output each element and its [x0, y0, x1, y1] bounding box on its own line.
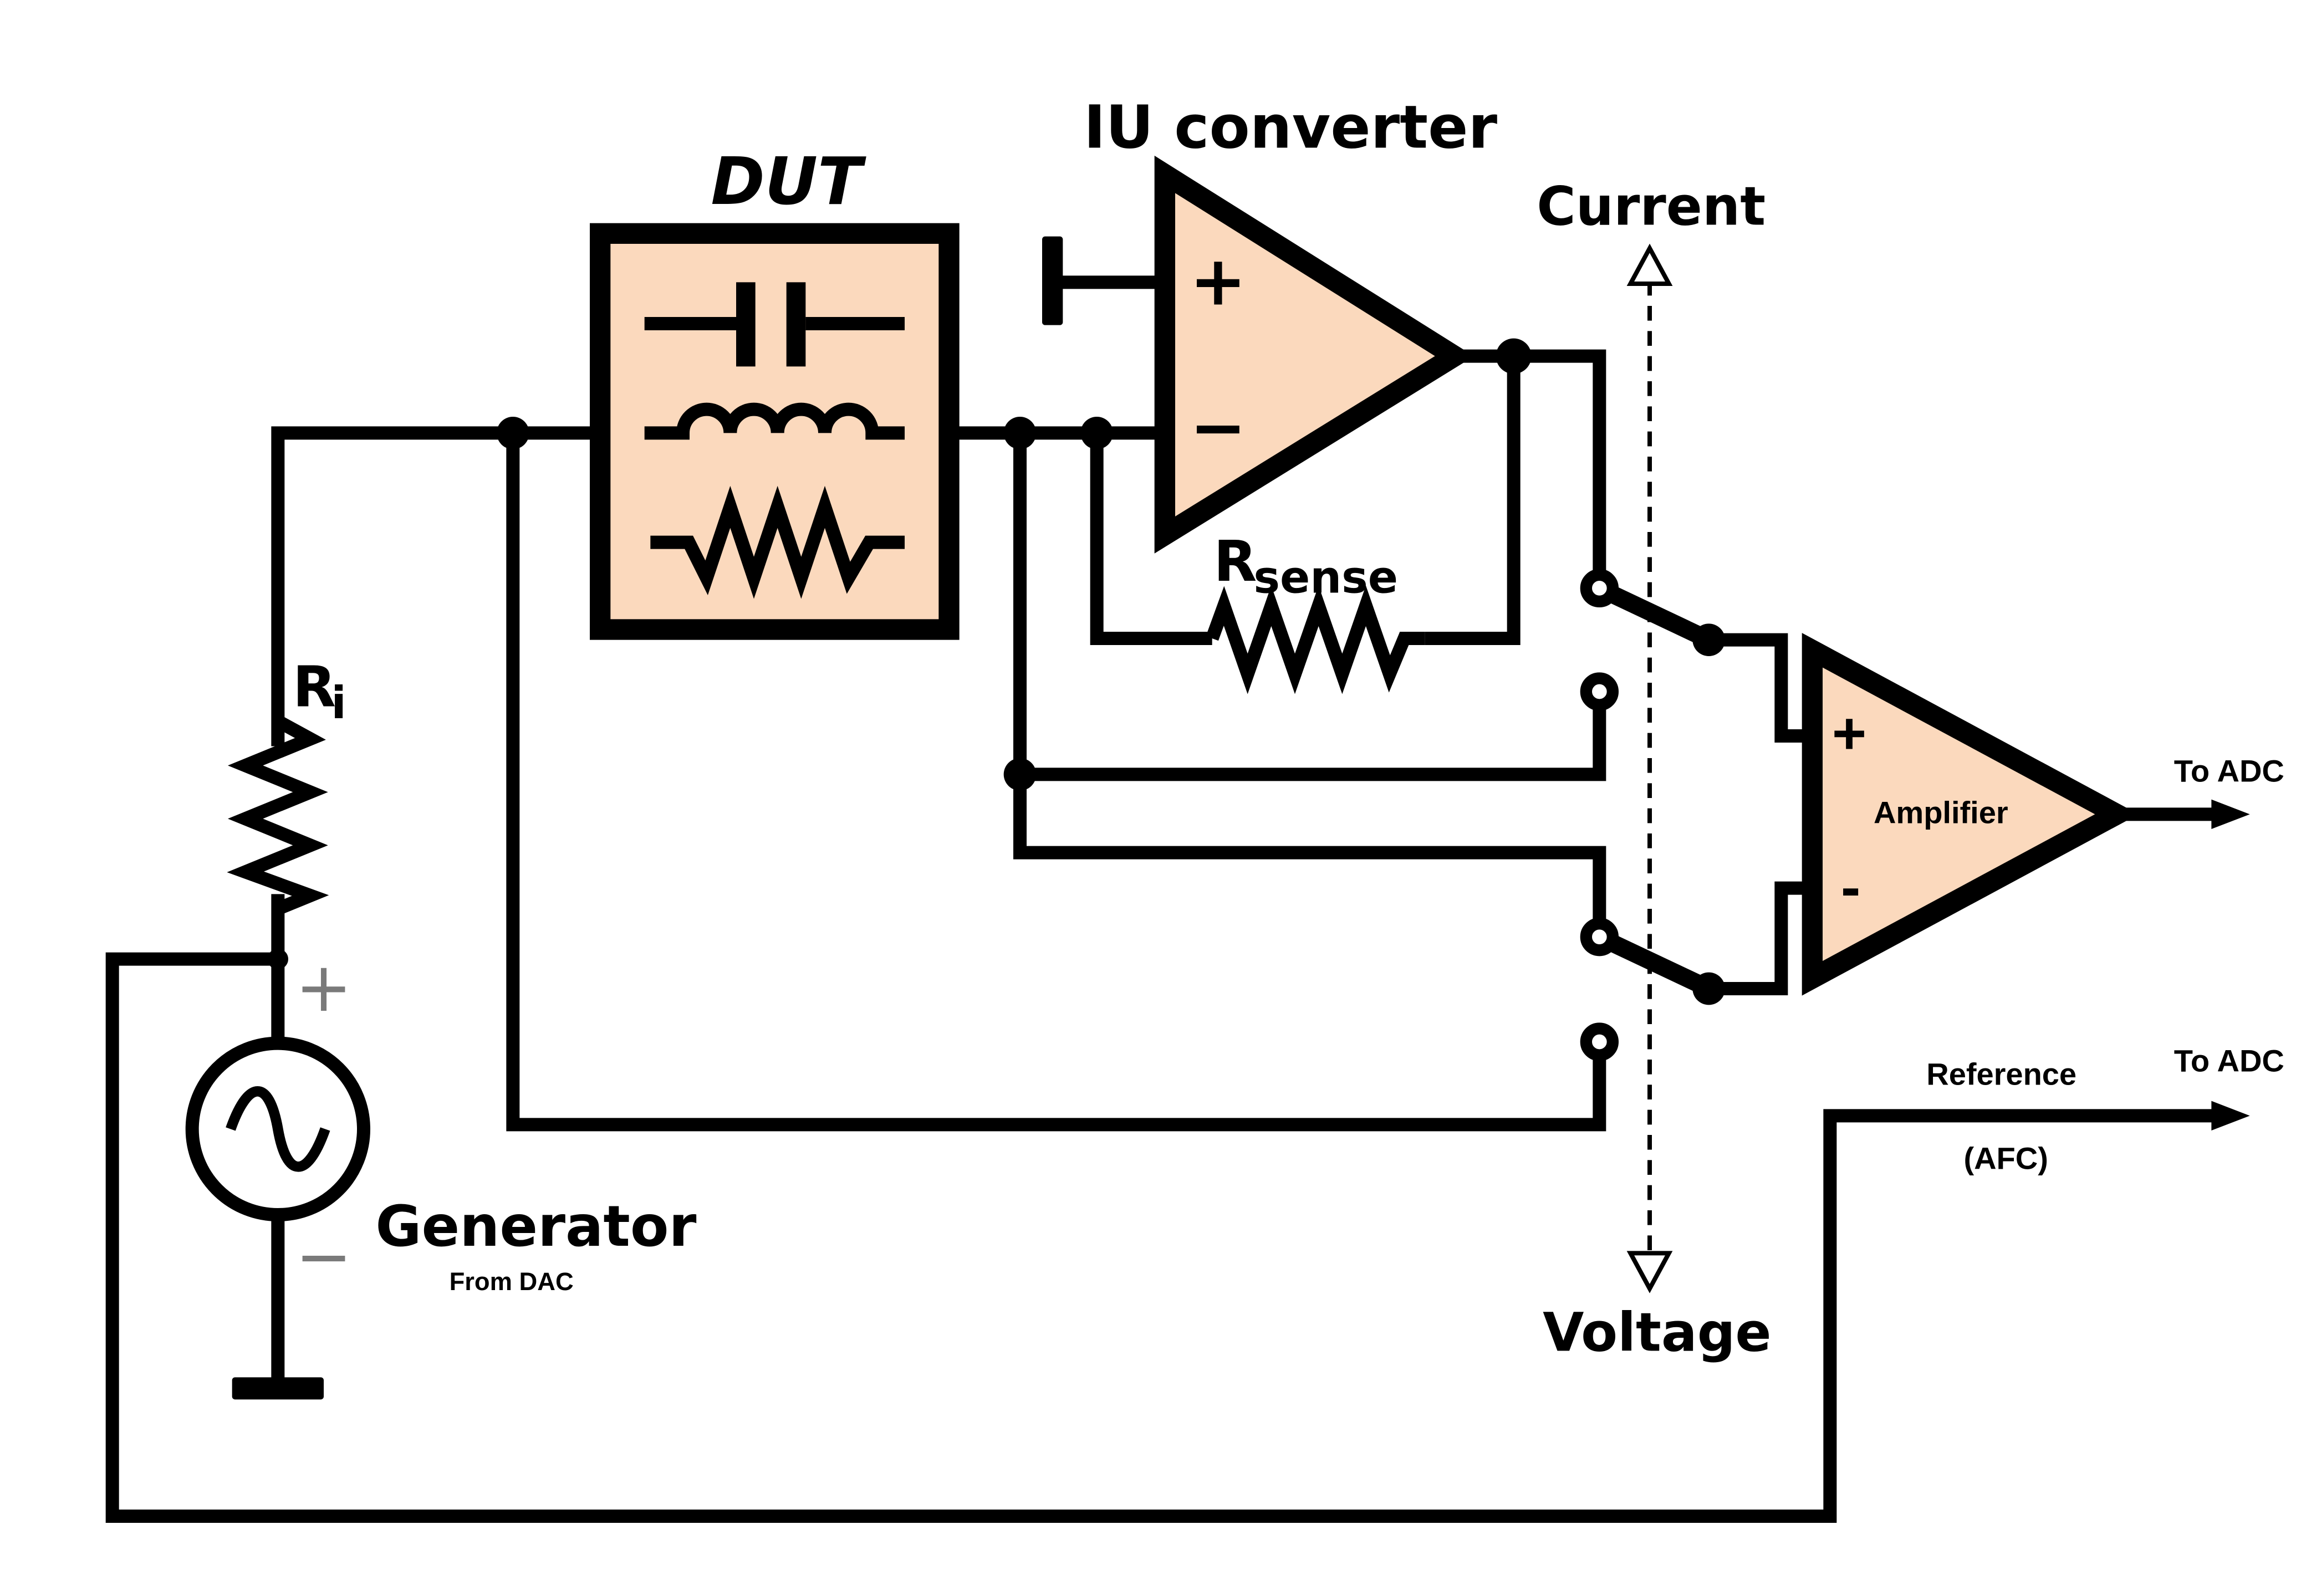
switch-contact-voltage-top [1580, 672, 1619, 711]
opamp-plus-sign: + [1190, 241, 1247, 320]
ground-symbol [232, 1377, 324, 1400]
wires [271, 349, 1813, 1382]
r-sense-label: R sense [1213, 529, 1398, 603]
dut-resistor-symbol [650, 485, 905, 599]
amplifier-plus-sign: + [1832, 700, 1866, 766]
dut-block [590, 223, 960, 640]
amplifier-label: Amplifier [1874, 795, 2008, 830]
amplifier-minus-sign: - [1841, 853, 1861, 920]
r-i-main-text: R [293, 654, 336, 720]
sine-wave-icon [226, 1086, 330, 1172]
opamp-minus-sign: − [1190, 387, 1247, 467]
to-adc-label-2: To ADC [2174, 1043, 2284, 1078]
r-i-label: R i [293, 654, 346, 729]
generator-label: Generator [375, 1194, 696, 1259]
generator-plus-sign: + [295, 948, 353, 1027]
to-adc-arrow-1 [2116, 799, 2250, 829]
afc-label: (AFC) [1963, 1140, 2048, 1175]
generator-terminal-signs: + − [295, 948, 353, 1296]
r-sense-sub-text: sense [1253, 551, 1398, 603]
opamp-plus-ground [1042, 236, 1165, 325]
generator-source [185, 1036, 370, 1221]
capacitor-symbol [644, 282, 905, 367]
iu-converter-opamp: + − [1154, 155, 1475, 554]
switch-contact-current-bottom [1580, 917, 1619, 956]
switch-contact-current-top [1580, 569, 1619, 607]
reference-label: Reference [1926, 1056, 2077, 1091]
inductor-symbol [644, 402, 905, 440]
r-i-resistor [227, 715, 329, 915]
to-adc-label-1: To ADC [2174, 754, 2284, 789]
voltage-label: Voltage [1543, 1301, 1771, 1363]
switch-contact-voltage-bottom [1580, 1022, 1619, 1061]
dut-label: DUT [711, 144, 866, 219]
r-sense-resistor [1206, 585, 1425, 694]
from-dac-label: From DAC [450, 1267, 574, 1296]
junction-dots [267, 338, 1532, 970]
generator-minus-sign: − [295, 1216, 353, 1296]
switch-mechanical-link [1626, 243, 1673, 1293]
reference-loop [105, 952, 2250, 1523]
current-voltage-switches [1580, 569, 1725, 1061]
iu-converter-label: IU converter [1084, 94, 1498, 162]
amplifier: + - Amplifier [1802, 633, 2139, 996]
r-i-sub-text: i [331, 677, 346, 729]
r-sense-main-text: R [1213, 529, 1257, 594]
current-label: Current [1537, 175, 1766, 237]
